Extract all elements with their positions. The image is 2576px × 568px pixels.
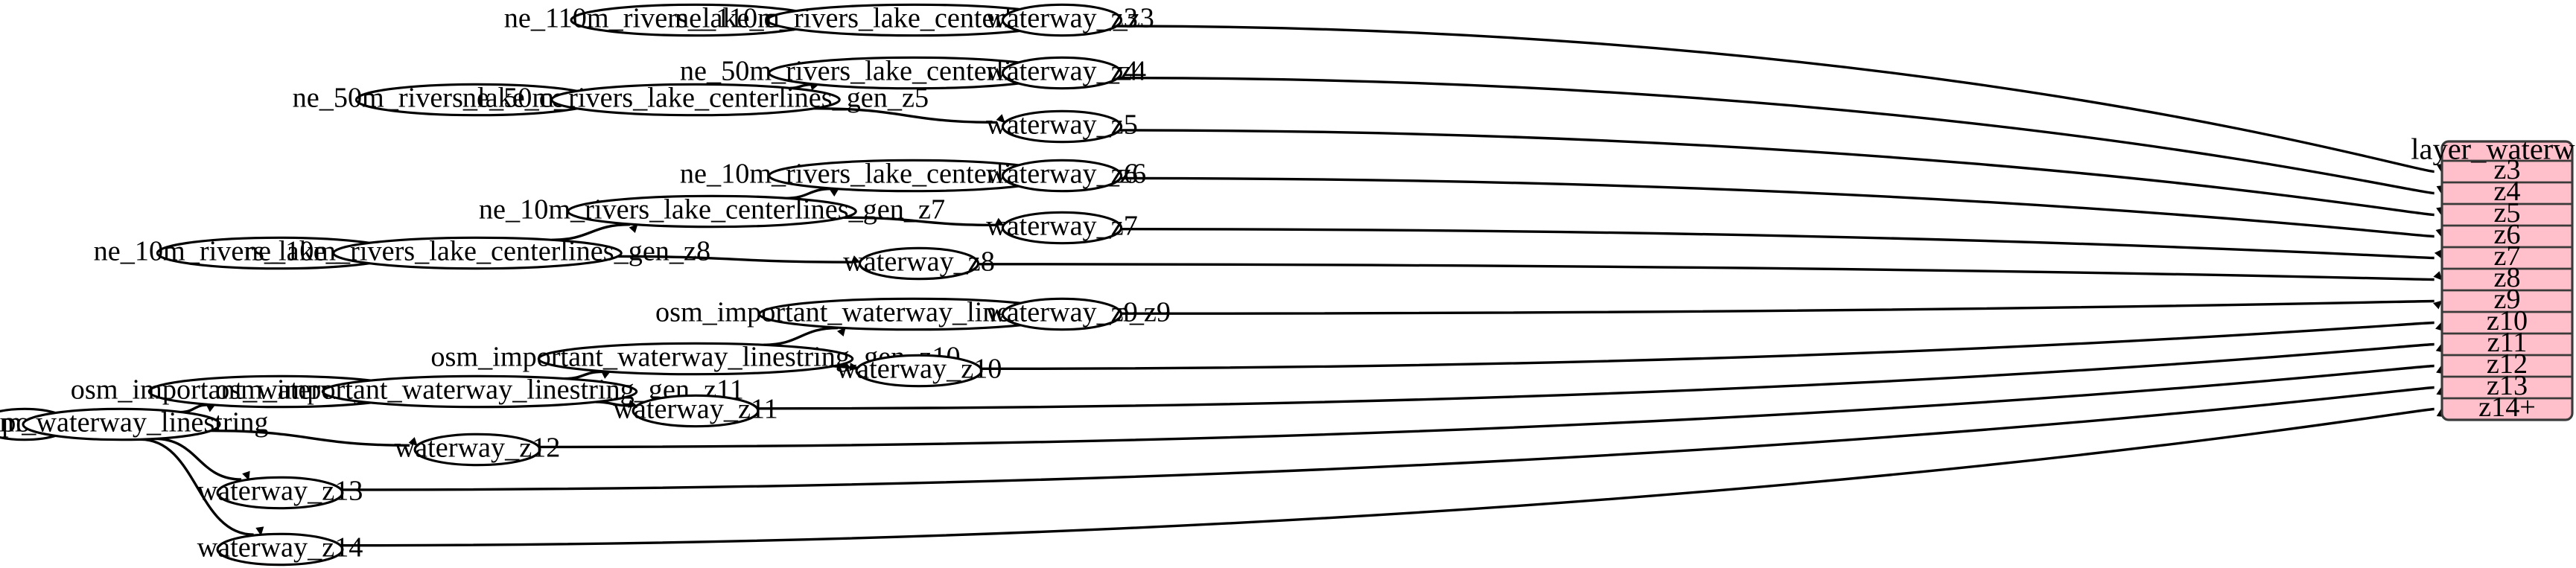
table-row-hit-z8[interactable] [2442,269,2572,290]
table-row-hit-z3[interactable] [2442,161,2572,182]
node-shape-ww_z14[interactable] [216,532,344,567]
table-row-hit-z14plus[interactable] [2442,398,2572,420]
table-row-hit-z11[interactable] [2442,334,2572,355]
edge-ww_z4-to-row_z4 [1118,76,2435,195]
node-ww_z13[interactable]: waterway_z13 [197,475,363,510]
table-row-hit-z4[interactable] [2442,182,2572,204]
edge-ww_z6-to-row_z6 [1120,176,2435,238]
node-ww_z14[interactable]: waterway_z14 [197,532,363,567]
node-ne10_z7[interactable]: ne_10m_rivers_lake_centerlines_gen_z7 [479,194,945,229]
edge-arrowhead [242,470,250,481]
edge-osm_wl-to-ww_z13 [155,437,242,481]
table-row-hit-z6[interactable] [2442,226,2572,247]
edge-ne10_z8-to-ww_z8 [617,255,853,264]
node-ww_z10[interactable]: waterway_z10 [836,353,1002,388]
edge-ne10_z8-to-ne10_z7 [551,223,630,241]
node-shape-ww_z11[interactable] [632,394,760,428]
edge-ww_z7-to-row_z7 [1121,228,2435,260]
edges-layer [30,16,2445,547]
node-shape-ne50_z5[interactable] [550,83,841,117]
edge-ww_z9-to-row_z9 [1121,299,2435,315]
edge-ww_z11-to-row_z11 [757,342,2435,410]
node-shape-ww_z4[interactable] [1001,56,1123,90]
node-shape-ww_z5[interactable] [1001,109,1123,144]
edge-osm_wl-to-osm_iwl [180,403,208,414]
node-shape-ww_z9[interactable] [1001,297,1123,331]
edge-ne50_z5-to-ww_z5 [814,106,998,124]
edge-arrowhead [837,327,846,336]
edge-osm_wl-to-ww_z14 [140,438,254,536]
edge-osm_iwl_z11-to-osm_iwl_z10 [565,370,603,380]
edge-arrowhead [2434,249,2443,259]
edge-arrowhead [2433,271,2443,281]
edge-arrowhead [2433,300,2443,310]
node-ww_z11[interactable]: waterway_z11 [613,393,778,428]
node-shape-ww_z6[interactable] [1001,159,1123,193]
layer-waterway-table-background [2440,140,2574,421]
node-ww_z8[interactable]: waterway_z8 [843,246,995,281]
edge-arrowhead [255,526,264,536]
edge-ne10_z7-to-ww_z7 [844,216,996,227]
edge-ww_z3-to-row_z3 [1116,25,2435,173]
edge-ww_z8-to-row_z8 [978,263,2435,281]
edge-arrowhead [629,223,638,233]
edge-osm_iwl_z10-to-osm_iwl_z9 [763,326,839,347]
edge-arrowhead [994,217,1005,226]
node-shape-ww_z8[interactable] [858,246,980,281]
edge-ww_z5-to-row_z5 [1119,129,2435,217]
edge-ww_z14-to-row_z14+ [340,407,2435,547]
edge-arrowhead [849,363,859,371]
node-shape-osm_iwl_z10[interactable] [537,342,854,376]
edge-arrowhead [850,255,861,264]
edge-ww_z12-to-row_z12 [538,364,2435,449]
edge-ww_z13-to-row_z13 [341,386,2435,491]
node-shape-ww_z10[interactable] [855,354,983,388]
table-row-hit-z12[interactable] [2442,355,2572,377]
node-ww_z5[interactable]: waterway_z5 [986,109,1138,144]
node-shape-ww_z3[interactable] [1001,3,1123,37]
node-shape-ne10_z8[interactable] [332,236,623,270]
node-shape-osm_wl[interactable] [22,407,221,441]
node-shape-ne10_z7[interactable] [567,194,857,229]
node-shape-ww_z7[interactable] [1001,211,1123,245]
edge-arrowhead [408,437,418,447]
edge-osm_wl-to-ww_z12 [211,429,410,447]
node-shape-ww_z13[interactable] [216,476,344,510]
edge-arrowhead [996,114,1005,124]
node-shape-ww_z12[interactable] [413,433,541,467]
node-ww_z12[interactable]: waterway_z12 [395,432,561,467]
table-row-hit-z13[interactable] [2442,377,2572,398]
table-row-hit-z5[interactable] [2442,204,2572,226]
edge-arrowhead [628,399,637,408]
node-ww_z7[interactable]: waterway_z7 [986,210,1138,245]
table-row-hit-z9[interactable] [2442,290,2572,312]
node-shape-osm_iwl_z11[interactable] [321,374,638,409]
edge-ne10_z7-to-ne10_z6 [786,188,831,200]
table-row-hit-z7[interactable] [2442,247,2572,269]
table-row-hit-z10[interactable] [2442,312,2572,334]
edge-ww_z10-to-row_z10 [981,321,2435,371]
